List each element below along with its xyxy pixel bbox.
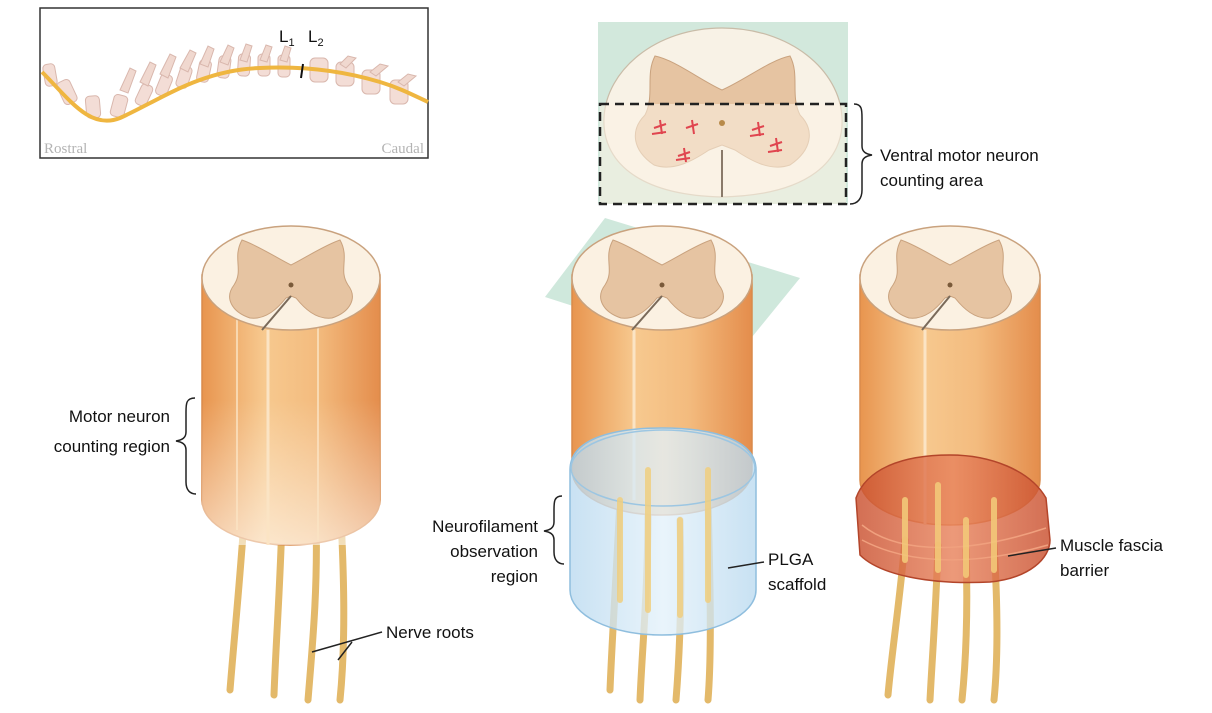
central-canal xyxy=(719,120,725,126)
plga-scaffold xyxy=(570,428,756,635)
middle-region-label-line2: observation xyxy=(450,542,538,561)
cross-section: Ventral motor neuron counting area xyxy=(598,22,1039,204)
middle-central-canal xyxy=(660,283,665,288)
middle-cord-model: Neurofilament observation region PLGA sc… xyxy=(432,218,826,700)
middle-region-bracket xyxy=(544,496,564,564)
left-cord-model: Motor neuron counting region Nerve roots xyxy=(54,226,474,700)
counting-area-label-line2: counting area xyxy=(880,171,984,190)
plga-label-line1: PLGA xyxy=(768,550,814,569)
spine-inset: L1 L2 Rostral Caudal xyxy=(40,8,428,158)
fascia-label-line2: barrier xyxy=(1060,561,1109,580)
rostral-label: Rostral xyxy=(44,141,87,157)
left-cord-fade xyxy=(202,400,380,545)
counting-area-bracket xyxy=(850,104,872,204)
fascia-label-line1: Muscle fascia xyxy=(1060,536,1164,555)
caudal-label: Caudal xyxy=(382,141,425,157)
left-central-canal xyxy=(289,283,294,288)
counting-area-label-line1: Ventral motor neuron xyxy=(880,146,1039,165)
left-region-bracket xyxy=(176,398,196,494)
left-region-label-line1: Motor neuron xyxy=(69,407,170,426)
right-cord-model: Muscle fascia barrier xyxy=(856,226,1164,700)
plga-label-line2: scaffold xyxy=(768,575,826,594)
middle-region-label-line3: region xyxy=(491,567,538,586)
muscle-fascia-barrier xyxy=(856,455,1050,583)
right-central-canal xyxy=(948,283,953,288)
nerve-roots-label: Nerve roots xyxy=(386,623,474,642)
middle-region-label-line1: Neurofilament xyxy=(432,517,538,536)
left-region-label-line2: counting region xyxy=(54,437,170,456)
nerve-roots-pointer xyxy=(312,632,382,660)
